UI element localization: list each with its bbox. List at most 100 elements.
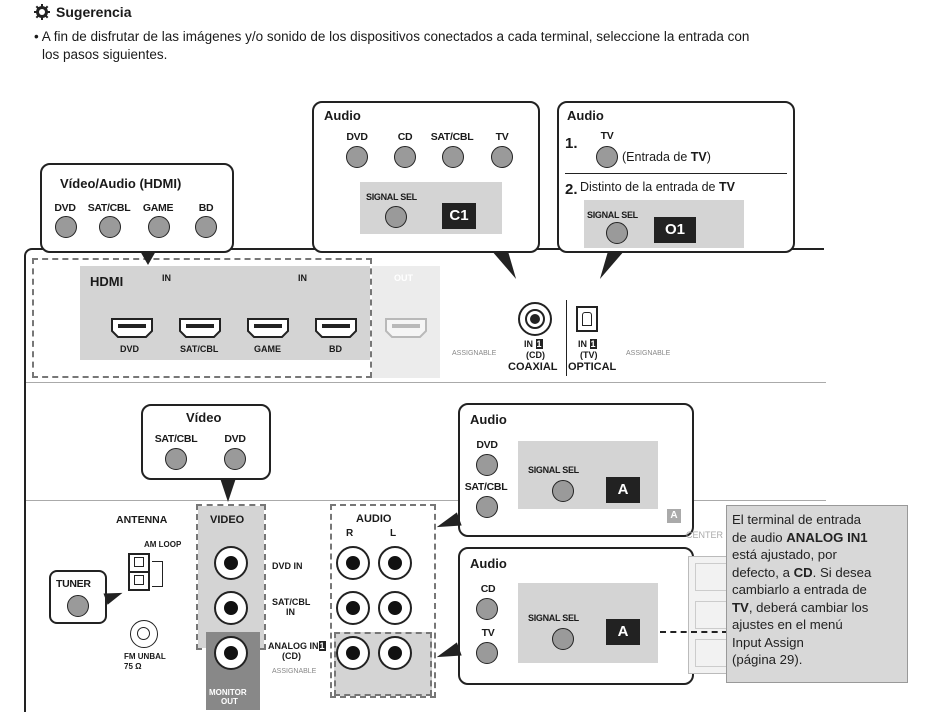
antenna-label: ANTENNA: [116, 514, 168, 526]
hdmi-out-label: OUT: [394, 273, 413, 283]
audio-a1-btn-label-satcbl: SAT/CBL: [464, 481, 508, 493]
hdmi-btn-label-dvd: DVD: [54, 202, 76, 214]
note-line-9: (página 29).: [732, 652, 803, 667]
rear-panel-body: [24, 382, 824, 712]
optical-step1-num: 1.: [565, 135, 578, 152]
satcbl-in-label: SAT/CBL: [272, 597, 311, 607]
audio-a1-dvd-button[interactable]: [476, 454, 498, 476]
coax-optical-divider: [566, 300, 567, 376]
hdmi-port-dvd[interactable]: [110, 317, 154, 339]
audio-r-label: R: [346, 528, 354, 539]
analog-in-r-jack[interactable]: [336, 636, 370, 670]
hdmi-port-out[interactable]: [384, 317, 428, 339]
optical-tv-button[interactable]: [596, 146, 618, 168]
coax-cd-button[interactable]: [394, 146, 416, 168]
coax-jack[interactable]: [518, 302, 552, 336]
hdmi-port-bd[interactable]: [314, 317, 358, 339]
callout-hdmi-title: Vídeo/Audio (HDMI): [60, 176, 182, 191]
coax-tv-button[interactable]: [491, 146, 513, 168]
optical-step2-text: Distinto de la entrada de TV: [580, 180, 735, 194]
hdmi-panel: [80, 266, 370, 360]
analog-in-dashed: [334, 632, 432, 696]
audio-satcbl-l-jack[interactable]: [378, 591, 412, 625]
audio-a1-signal-sel-label: SIGNAL SEL: [528, 465, 579, 475]
callout-audio-a2-title: Audio: [470, 556, 507, 571]
am-loop-label: AM LOOP: [144, 540, 182, 549]
hdmi-port-label-satcbl: SAT/CBL: [180, 344, 219, 354]
callout-optical-title: Audio: [567, 108, 604, 123]
hdmi-btn-label-game: GAME: [142, 202, 174, 214]
assignable-label-3: ASSIGNABLE: [272, 668, 317, 675]
callout-video-pointer: [220, 478, 236, 502]
hdmi-dashed-region: [32, 258, 372, 378]
panel-divider: [26, 382, 826, 383]
audio-dvd-r-jack[interactable]: [336, 546, 370, 580]
monitor-label: MONITOR: [209, 688, 247, 697]
tuner-button[interactable]: [67, 595, 89, 617]
video-satcbl-button[interactable]: [165, 448, 187, 470]
center-label: CENTER: [686, 530, 724, 540]
panel-divider-2: [26, 500, 826, 501]
coax-btn-label-dvd: DVD: [346, 131, 368, 143]
speaker-terminal: [688, 556, 732, 674]
optical-signal-sel-label: SIGNAL SEL: [587, 210, 638, 220]
am-loop-terminal[interactable]: [128, 553, 163, 593]
optical-code: O1: [654, 217, 696, 243]
audio-a1-satcbl-button[interactable]: [476, 496, 498, 518]
assignable-label: ASSIGNABLE: [452, 350, 497, 357]
coax-dvd-button[interactable]: [346, 146, 368, 168]
audio-a1-code: A: [606, 477, 640, 503]
hdmi-port-game[interactable]: [246, 317, 290, 339]
coax-btn-label-cd: CD: [397, 131, 413, 143]
hdmi-port-satcbl[interactable]: [178, 317, 222, 339]
optical-tv-label: (TV): [580, 350, 598, 360]
note-line-7: ajustes en el menú: [732, 617, 843, 632]
hdmi-bd-button[interactable]: [195, 216, 217, 238]
analog-in-l-jack[interactable]: [378, 636, 412, 670]
coax-in-label: IN 1: [524, 339, 543, 349]
note-leader-line: [660, 631, 728, 633]
dvd-in-label: DVD IN: [272, 561, 303, 571]
optical-in-label: IN 1: [578, 339, 597, 349]
monitor-out-label: OUT: [221, 697, 238, 706]
video-dvd-button[interactable]: [224, 448, 246, 470]
hdmi-port-label-bd: BD: [329, 344, 342, 354]
hdmi-satcbl-button[interactable]: [99, 216, 121, 238]
audio-dvd-l-jack[interactable]: [378, 546, 412, 580]
audio-a1-btn-label-dvd: DVD: [476, 439, 498, 451]
coaxial-label: COAXIAL: [508, 361, 558, 373]
audio-a2-signal-sel-button[interactable]: [552, 628, 574, 650]
audio-a2-tv-button[interactable]: [476, 642, 498, 664]
audio-label: AUDIO: [356, 513, 392, 525]
video-btn-label-dvd: DVD: [224, 433, 246, 445]
video-dvd-jack[interactable]: [214, 546, 248, 580]
note-line-4: defecto, a CD. Si desea: [732, 564, 872, 580]
audio-a1-signal-sel-button[interactable]: [552, 480, 574, 502]
audio-l-label: L: [390, 528, 397, 539]
fm-unbal-jack[interactable]: [130, 620, 158, 648]
audio-satcbl-r-jack[interactable]: [336, 591, 370, 625]
video-satcbl-jack[interactable]: [214, 591, 248, 625]
hdmi-game-button[interactable]: [148, 216, 170, 238]
optical-jack[interactable]: [576, 306, 598, 332]
coax-satcbl-button[interactable]: [442, 146, 464, 168]
hdmi-dvd-button[interactable]: [55, 216, 77, 238]
tip-title: Sugerencia: [56, 4, 132, 20]
note-line-5: cambiarlo a entrada de: [732, 582, 867, 597]
optical-step1-text: (Entrada de TV): [622, 150, 711, 164]
hdmi-btn-label-bd: BD: [198, 202, 214, 214]
callout-video-title: Vídeo: [186, 410, 222, 425]
coax-btn-label-satcbl: SAT/CBL: [430, 131, 474, 143]
audio-a2-btn-label-tv: TV: [481, 627, 495, 639]
assignable-label-2: ASSIGNABLE: [626, 350, 671, 357]
tip-line2: los pasos siguientes.: [42, 47, 168, 62]
coax-signal-sel-button[interactable]: [385, 206, 407, 228]
coax-signal-box: [360, 182, 502, 234]
audio-a2-cd-button[interactable]: [476, 598, 498, 620]
monitor-out-jack[interactable]: [214, 636, 248, 670]
optical-label: OPTICAL: [568, 361, 617, 373]
optical-signal-sel-button[interactable]: [606, 222, 628, 244]
fm-ohm-label: 75 Ω: [124, 662, 142, 671]
video-btn-label-satcbl: SAT/CBL: [154, 433, 198, 445]
note-text: El terminal de entrada de audio ANALOG I…: [732, 511, 871, 669]
